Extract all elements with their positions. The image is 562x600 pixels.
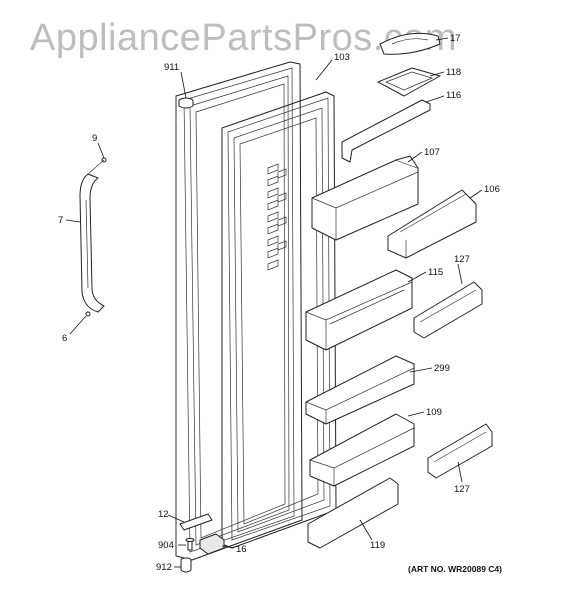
door-bin-115 xyxy=(305,269,413,351)
bin-trim-119 xyxy=(307,477,399,549)
callout-127-lower: 127 xyxy=(454,484,470,495)
door-bin-109 xyxy=(309,413,415,487)
callout-911: 911 xyxy=(164,62,179,73)
screw xyxy=(185,538,195,551)
callout-106: 106 xyxy=(484,184,500,195)
callout-116: 116 xyxy=(446,90,461,101)
bin-bracket xyxy=(341,99,431,163)
callout-912: 912 xyxy=(156,562,172,573)
door-bin-107 xyxy=(311,155,419,241)
callout-118: 118 xyxy=(446,67,461,78)
callout-127-upper: 127 xyxy=(454,254,470,265)
callout-904: 904 xyxy=(158,540,174,551)
callout-labels: 911 103 17 118 116 9 107 106 7 115 127 6… xyxy=(58,33,500,573)
door-bin-299 xyxy=(305,355,415,425)
dispenser-cover xyxy=(379,32,441,55)
callout-107: 107 xyxy=(424,147,440,158)
callout-7: 7 xyxy=(58,215,63,226)
liner-clips xyxy=(267,163,287,271)
callout-299: 299 xyxy=(434,363,450,374)
callout-103: 103 xyxy=(334,52,350,63)
door-handle xyxy=(79,157,107,317)
callout-119: 119 xyxy=(370,540,385,551)
callout-9: 9 xyxy=(92,133,97,144)
callout-6: 6 xyxy=(62,333,67,344)
callout-109: 109 xyxy=(426,407,442,418)
leader-lines xyxy=(65,37,483,568)
bin-cover-127-upper xyxy=(413,281,483,339)
hinge-cap xyxy=(178,97,194,109)
callout-16: 16 xyxy=(236,544,247,555)
callout-12: 12 xyxy=(158,509,169,520)
door-outer-panel xyxy=(175,61,303,561)
bin-cover-106 xyxy=(387,189,477,259)
hinge-block xyxy=(199,533,225,555)
callout-17: 17 xyxy=(450,33,461,44)
dispenser-tray xyxy=(377,67,441,97)
art-number: (ART NO. WR20089 C4) xyxy=(408,564,502,574)
bin-cover-127-lower xyxy=(427,423,493,479)
hinge-bushing xyxy=(180,557,192,573)
callout-115: 115 xyxy=(428,267,443,278)
hinge-bracket xyxy=(179,513,213,531)
